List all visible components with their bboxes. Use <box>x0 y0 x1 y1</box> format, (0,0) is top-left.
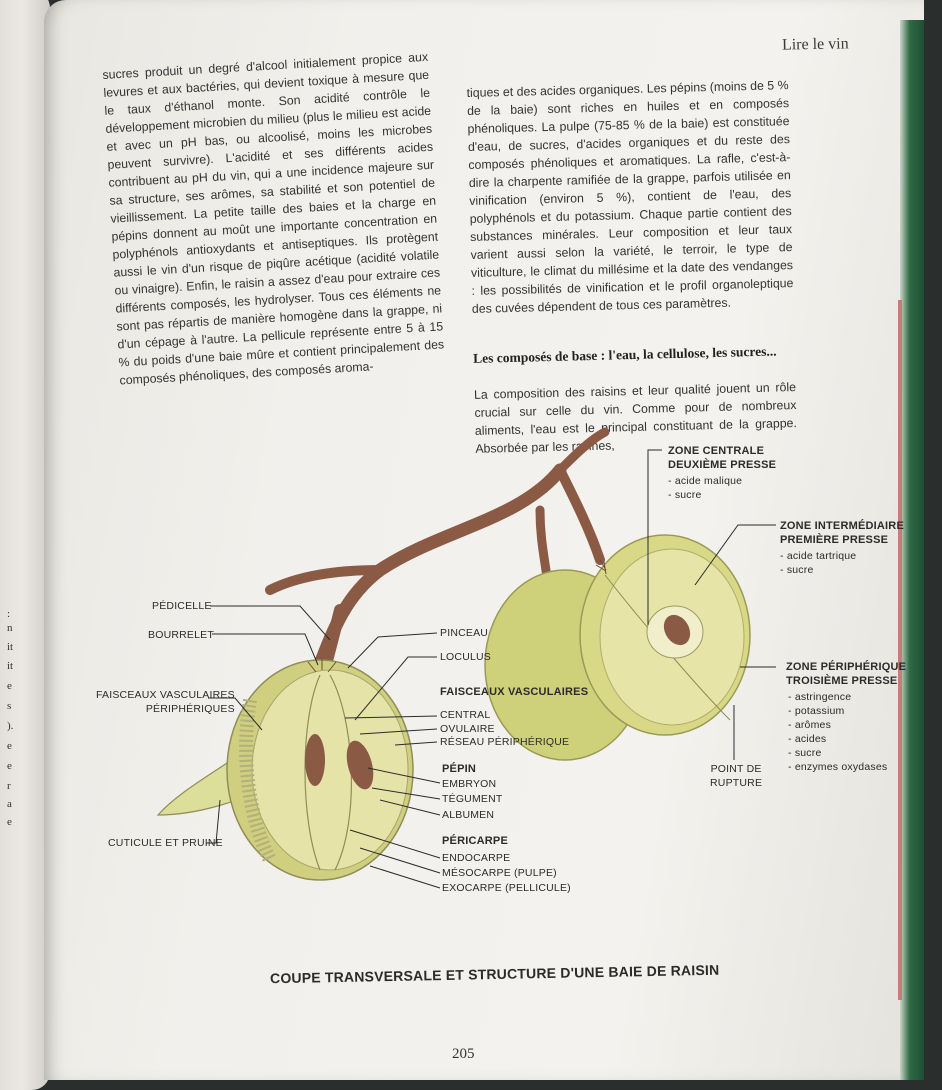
left-fragment: ). <box>7 720 14 732</box>
left-fragment: a <box>7 798 12 810</box>
label-loculus: LOCULUS <box>440 651 491 663</box>
label-endocarpe: ENDOCARPE <box>442 852 511 864</box>
page-number: 205 <box>452 1046 475 1062</box>
label-zone-intermediaire: ZONE INTERMÉDIAIRE PREMIÈRE PRESSE <box>780 520 904 546</box>
label-mesocarpe: MÉSOCARPE (PULPE) <box>442 867 557 879</box>
right-grape <box>484 534 751 761</box>
label-pepin-title: PÉPIN <box>442 763 477 775</box>
left-fragment: e <box>7 680 12 692</box>
label-tegument: TÉGUMENT <box>442 793 503 805</box>
left-fragment: it <box>7 641 14 653</box>
page-edge-mark <box>898 300 902 1000</box>
label-zone-intermediaire-items: - acide tartrique - sucre <box>780 550 857 576</box>
label-central: CENTRAL <box>440 709 491 721</box>
label-zone-peripherique-items: - astringence - potassium - arômes - aci… <box>788 691 888 773</box>
label-ovulaire: OVULAIRE <box>440 723 495 735</box>
left-fragment: e <box>7 760 12 772</box>
left-fragment: : <box>7 608 11 620</box>
label-faisceaux-peripheriques: FAISCEAUX VASCULAIRES PÉRIPHÉRIQUES <box>96 689 235 715</box>
label-point-rupture: POINT DE RUPTURE <box>710 763 763 789</box>
left-fragment: it <box>7 660 14 672</box>
label-zone-peripherique: ZONE PÉRIPHÉRIQUE TROISIÈME PRESSE <box>786 661 907 687</box>
label-pericarpe-title: PÉRICARPE <box>442 835 508 847</box>
label-reseau: RÉSEAU PÉRIPHÉRIQUE <box>440 736 570 748</box>
leader-lines <box>206 449 776 889</box>
label-bourrelet: BOURRELET <box>148 629 214 641</box>
label-exocarpe: EXOCARPE (PELLICULE) <box>442 882 571 894</box>
label-zone-centrale: ZONE CENTRALE DEUXIÈME PRESSE <box>668 445 777 471</box>
label-cuticule: CUTICULE ET PRUINE <box>108 837 223 849</box>
label-albumen: ALBUMEN <box>442 809 495 821</box>
book-page <box>44 0 924 1080</box>
label-faisceaux-title: FAISCEAUX VASCULAIRES <box>440 686 589 698</box>
left-fragment: r <box>7 780 11 792</box>
label-pedicelle: PÉDICELLE <box>152 600 212 612</box>
left-fragment: s <box>7 700 12 712</box>
left-fragment: e <box>7 816 12 828</box>
label-zone-centrale-items: - acide malique - sucre <box>668 475 743 501</box>
left-fragment: n <box>7 622 13 634</box>
cover-edge <box>900 20 924 1080</box>
left-grape <box>156 658 414 881</box>
left-fragment: e <box>7 740 12 752</box>
label-pinceau: PINCEAU <box>440 627 489 639</box>
label-embryon: EMBRYON <box>442 778 497 790</box>
adjacent-page-edge: : n it it e s ). e e r a e <box>0 0 50 1090</box>
